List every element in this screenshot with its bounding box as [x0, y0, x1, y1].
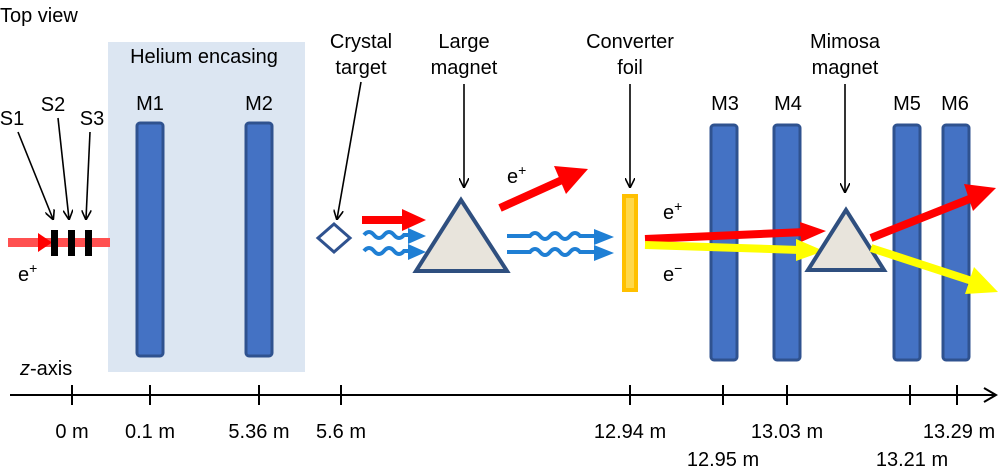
incoming-beam-arrowhead: [38, 233, 52, 252]
final-electron-arrow: [869, 244, 998, 294]
scintillator-s3: [85, 230, 92, 256]
tick-label: 12.95 m: [687, 449, 759, 469]
tick-label: 12.94 m: [594, 421, 666, 443]
large-magnet-label-line1: Large: [438, 31, 489, 53]
s2-pointer-arrow: [57, 117, 69, 219]
final-positron-arrow: [869, 184, 996, 242]
module-label-m3: M3: [711, 93, 739, 115]
s3-pointer-arrow: [86, 131, 90, 219]
large-magnet: [412, 196, 511, 273]
module-label-m2: M2: [245, 93, 273, 115]
deflected-positron-arrow: [498, 166, 588, 212]
view-label: Top view: [0, 5, 78, 27]
converter-foil-label-line1: Converter: [586, 31, 674, 53]
module-m3: [709, 123, 739, 362]
crystal-photon-arrow-lower: [362, 244, 426, 260]
tick-label: 5.6 m: [316, 421, 366, 443]
s1-pointer-arrow: [17, 131, 53, 219]
crystal-target-label-line2: target: [335, 57, 387, 79]
tick-label: 13.03 m: [751, 421, 823, 443]
module-m6: [941, 123, 971, 362]
converter-foil-label-line2: foil: [617, 57, 643, 79]
z-axis-arrowhead: [983, 387, 998, 403]
crystal-positron-arrow: [362, 209, 426, 231]
scintillator-label-s2: S2: [41, 94, 65, 116]
converter-foil: [622, 194, 638, 292]
module-label-m6: M6: [941, 93, 969, 115]
photon-arrow-lower: [507, 245, 614, 261]
crystal-target-pointer-arrow: [337, 81, 362, 219]
axis-label: z-axis: [19, 358, 72, 380]
converted-electron-label: e−: [663, 260, 682, 286]
photon-arrow-upper: [507, 229, 614, 245]
tick-label: 5.36 m: [228, 421, 289, 443]
module-label-m5: M5: [893, 93, 921, 115]
module-label-m1: M1: [136, 93, 164, 115]
converted-electron-arrow: [644, 239, 824, 261]
scintillator-label-s1: S1: [0, 108, 24, 130]
incoming-beam: [8, 238, 110, 247]
crystal-target: [315, 222, 353, 254]
axis-ticks: [71, 385, 958, 405]
mimosa-magnet-label-line2: magnet: [812, 57, 879, 79]
mimosa-magnet: [804, 206, 888, 272]
mimosa-magnet-label-line1: Mimosa: [810, 31, 881, 53]
tick-label: 13.29 m: [923, 421, 995, 443]
scintillator-s1: [51, 230, 58, 256]
scintillator-s2: [68, 230, 75, 256]
crystal-target-label-line1: Crystal: [330, 31, 392, 53]
module-m1: [135, 121, 165, 358]
tick-label: 0.1 m: [125, 421, 175, 443]
helium-label: Helium encasing: [130, 46, 278, 68]
tick-label: 0 m: [55, 421, 88, 443]
module-m5: [892, 123, 922, 362]
deflected-positron-label: e+: [507, 162, 526, 188]
converted-positron-label: e+: [663, 198, 682, 224]
module-m2: [244, 121, 274, 358]
beam-particle-label: e+: [18, 260, 37, 286]
crystal-photon-arrow-upper: [362, 228, 426, 244]
module-label-m4: M4: [774, 93, 802, 115]
tick-label: 13.21 m: [876, 449, 948, 469]
converted-positron-arrow: [644, 222, 826, 243]
scintillator-label-s3: S3: [80, 108, 104, 130]
large-magnet-label-line2: magnet: [431, 57, 498, 79]
